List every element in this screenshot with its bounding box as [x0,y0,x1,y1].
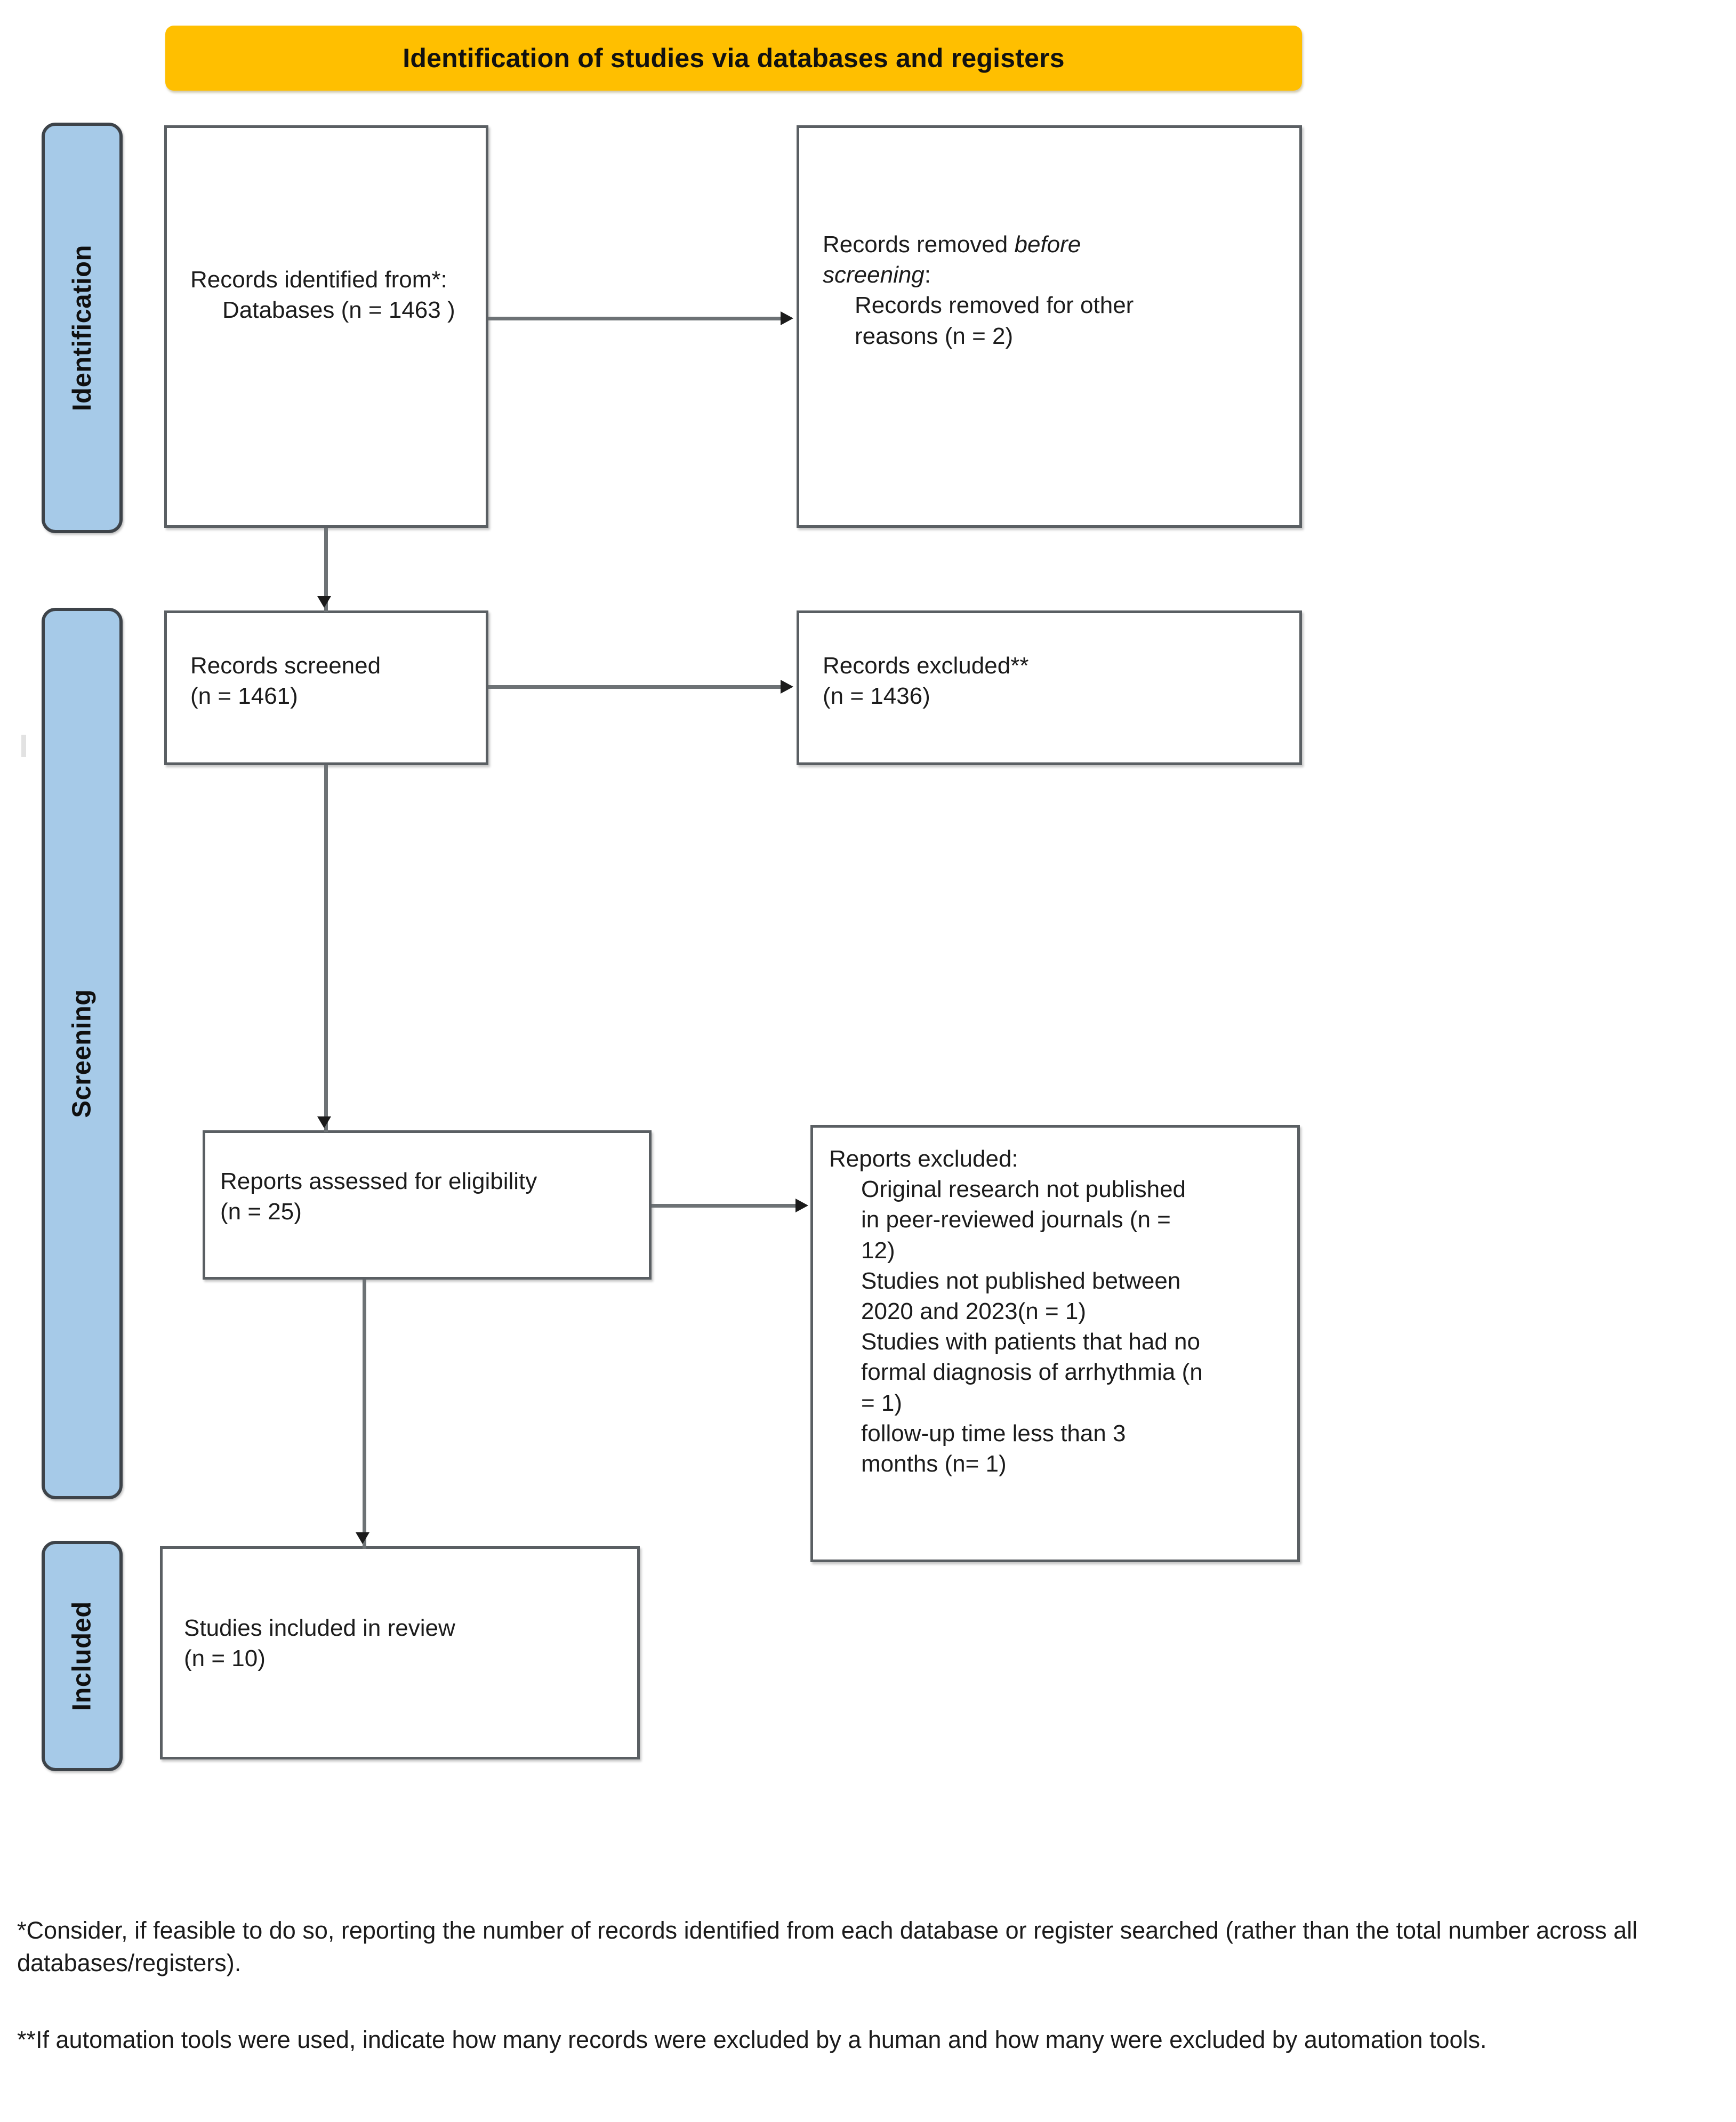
arrow-right-icon-identified-to-removed [781,311,793,325]
records-identified-line2: Databases (n = 1463 ) [222,297,455,324]
arrow-down-icon-screened-to-eligibility [317,1116,331,1128]
left-margin-tick [21,735,26,757]
reports-excluded-reason3-line2: formal diagnosis of arrhythmia (n [861,1359,1203,1386]
stage-label-identification-text: Identification [68,245,97,411]
records-excluded-line1: Records excluded** [823,653,1029,679]
box-records-screened-content: Records screened (n = 1461) [190,650,472,711]
box-studies-included-content: Studies included in review (n = 10) [184,1613,623,1674]
stage-label-screening-text: Screening [68,989,97,1118]
stage-label-included-text: Included [68,1601,97,1711]
stage-label-screening: Screening [42,608,123,1499]
records-excluded-line2: (n = 1436) [823,683,930,710]
reports-excluded-reason2-line1: Studies not published between [861,1267,1181,1294]
reports-excluded-reason1-line1: Original research not published [861,1176,1186,1203]
box-records-identified: Records identified from*: Databases (n =… [164,125,488,528]
records-removed-line2b: : [924,262,931,288]
records-screened-line1: Records screened [190,653,381,679]
studies-included-line2: (n = 10) [184,1645,266,1672]
records-removed-line1a: Records removed [823,231,1015,258]
records-removed-line2a: screening [823,262,925,288]
box-records-removed-content: Records removed before screening: Record… [823,229,1285,351]
footnote-double-asterisk: **If automation tools were used, indicat… [17,2026,1487,2053]
eligibility-line2: (n = 25) [220,1199,302,1225]
records-screened-line2: (n = 1461) [190,683,298,710]
connector-identified-to-removed [488,317,787,320]
reports-excluded-reason2-line2: 2020 and 2023(n = 1) [861,1298,1087,1324]
records-removed-line1b: before [1014,231,1081,258]
footnote-asterisk: *Consider, if feasible to do so, reporti… [17,1917,1638,1977]
connector-eligibility-to-included [363,1280,366,1549]
arrow-right-icon-eligibility-to-reports-excluded [795,1199,808,1212]
records-removed-line4: reasons (n = 2) [855,323,1014,349]
records-identified-line1: Records identified from*: [190,267,447,293]
box-reports-assessed-eligibility: Reports assessed for eligibility (n = 25… [203,1130,652,1280]
connector-eligibility-to-reports-excluded [652,1204,802,1208]
arrow-right-icon-screened-to-excluded [781,680,793,694]
reports-excluded-reason1-line3: 12) [861,1237,895,1264]
connector-identified-to-screened [324,528,328,612]
studies-included-line1: Studies included in review [184,1615,455,1641]
diagram-header-banner: Identification of studies via databases … [165,26,1302,91]
reports-excluded-reason3-line1: Studies with patients that had no [861,1329,1200,1355]
box-reports-excluded: Reports excluded: Original research not … [810,1125,1300,1562]
box-reports-excluded-content: Reports excluded: Original research not … [829,1144,1283,1479]
eligibility-line1: Reports assessed for eligibility [220,1168,537,1194]
arrow-down-icon-eligibility-to-included [356,1532,369,1544]
box-studies-included: Studies included in review (n = 10) [160,1546,640,1759]
diagram-title: Identification of studies via databases … [403,43,1065,73]
arrow-down-icon-identified-to-screened [317,596,331,608]
box-records-identified-content: Records identified from*: Databases (n =… [190,264,472,325]
reports-excluded-heading: Reports excluded: [829,1146,1018,1172]
connector-screened-to-excluded [488,685,787,689]
box-records-excluded-content: Records excluded** (n = 1436) [823,650,1285,711]
box-records-removed: Records removed before screening: Record… [797,125,1302,528]
reports-excluded-reason4-line1: follow-up time less than 3 [861,1420,1126,1446]
stage-label-identification: Identification [42,123,123,533]
reports-excluded-reason1-line2: in peer-reviewed journals (n = [861,1207,1171,1233]
stage-label-included: Included [42,1541,123,1771]
records-removed-line3: Records removed for other [855,292,1134,319]
reports-excluded-reason4-line2: months (n= 1) [861,1450,1007,1477]
reports-excluded-reason3-line3: = 1) [861,1389,903,1416]
connector-screened-to-eligibility [324,765,328,1132]
box-records-screened: Records screened (n = 1461) [164,610,488,765]
box-records-excluded: Records excluded** (n = 1436) [797,610,1302,765]
box-reports-assessed-content: Reports assessed for eligibility (n = 25… [220,1166,635,1227]
